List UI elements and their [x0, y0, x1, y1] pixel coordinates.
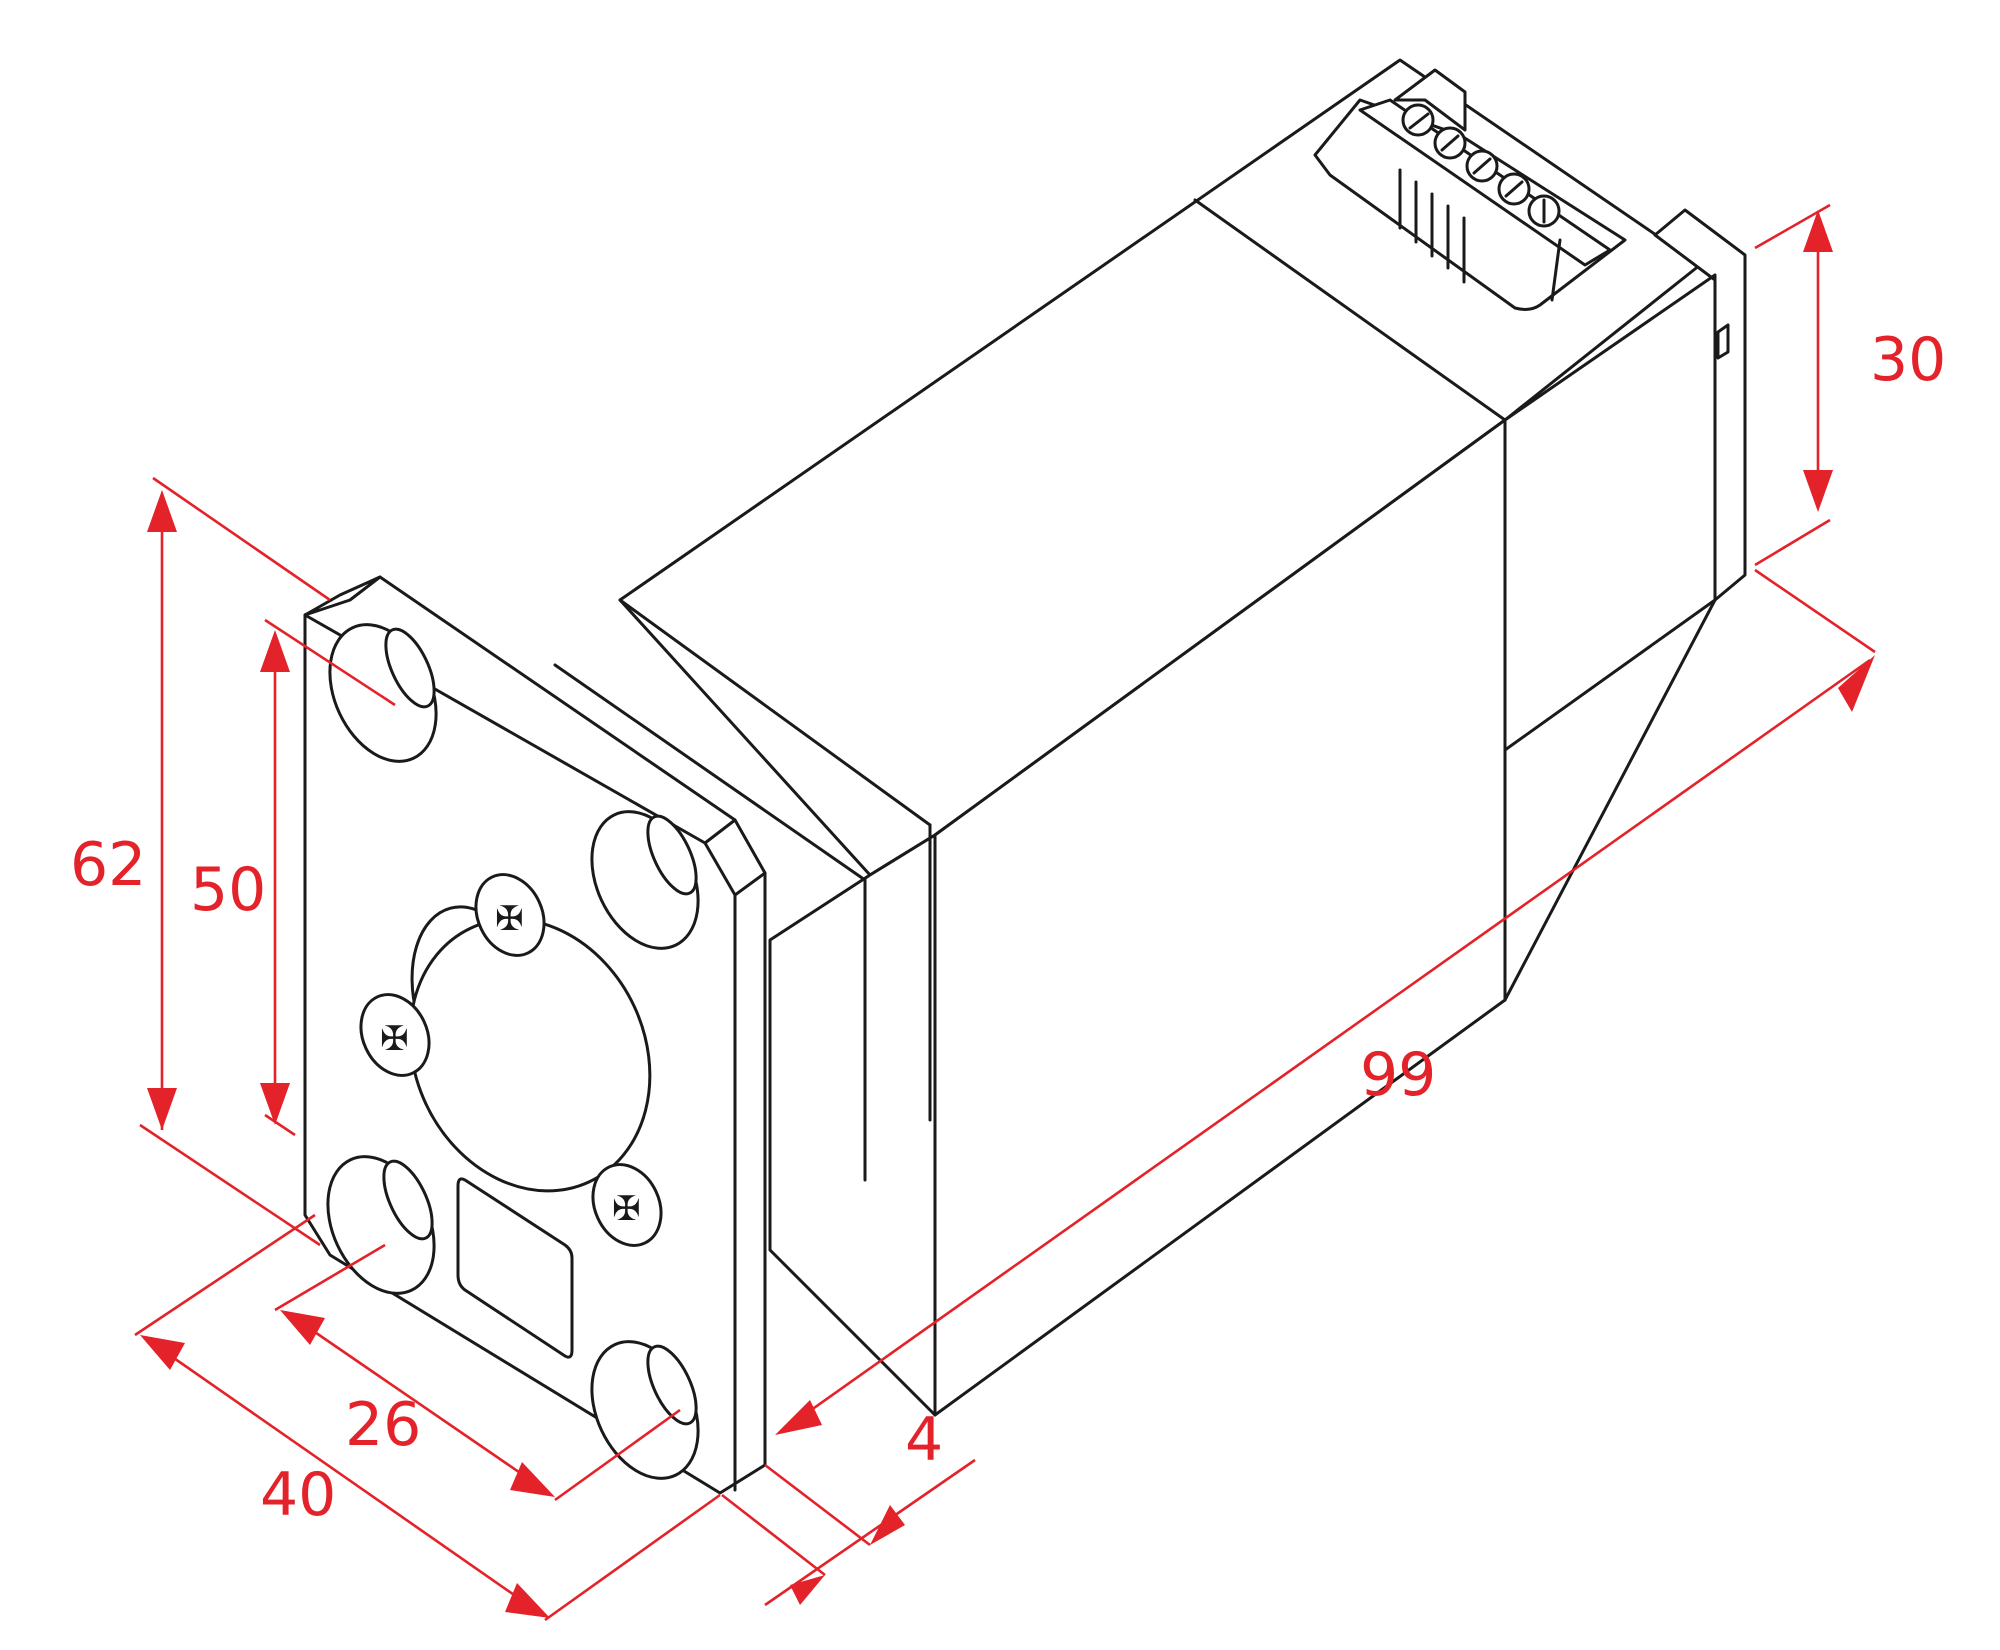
dim-4 — [721, 1458, 976, 1607]
cross-icon: ✠ — [495, 899, 524, 939]
dim-label-4: 4 — [905, 1405, 944, 1475]
dim-label-30: 30 — [1870, 325, 1947, 395]
dim-50 — [260, 618, 396, 1137]
terminal-screws — [1401, 103, 1561, 228]
dim-label-26: 26 — [345, 1390, 422, 1460]
connector-screws: ✠ ✠ ✠ — [359, 873, 663, 1247]
dim-30 — [1754, 203, 1876, 654]
dim-label-40: 40 — [260, 1460, 337, 1530]
dim-40 — [134, 1213, 721, 1622]
module-body — [553, 58, 1747, 1417]
svg-text:✠: ✠ — [380, 1019, 409, 1059]
dim-label-50: 50 — [190, 855, 267, 925]
mounting-holes — [326, 623, 700, 1480]
label-window — [456, 1177, 574, 1359]
front-flange: ✠ ✠ ✠ — [303, 575, 767, 1495]
dim-label-99: 99 — [1360, 1040, 1437, 1110]
terminal-block — [1313, 68, 1627, 311]
dim-26 — [274, 1243, 681, 1502]
terminal-pins — [1398, 168, 1466, 284]
dim-99 — [775, 655, 1875, 1435]
dim-62 — [139, 476, 331, 1247]
dim-label-62: 62 — [70, 830, 147, 900]
svg-text:✠: ✠ — [612, 1189, 641, 1229]
